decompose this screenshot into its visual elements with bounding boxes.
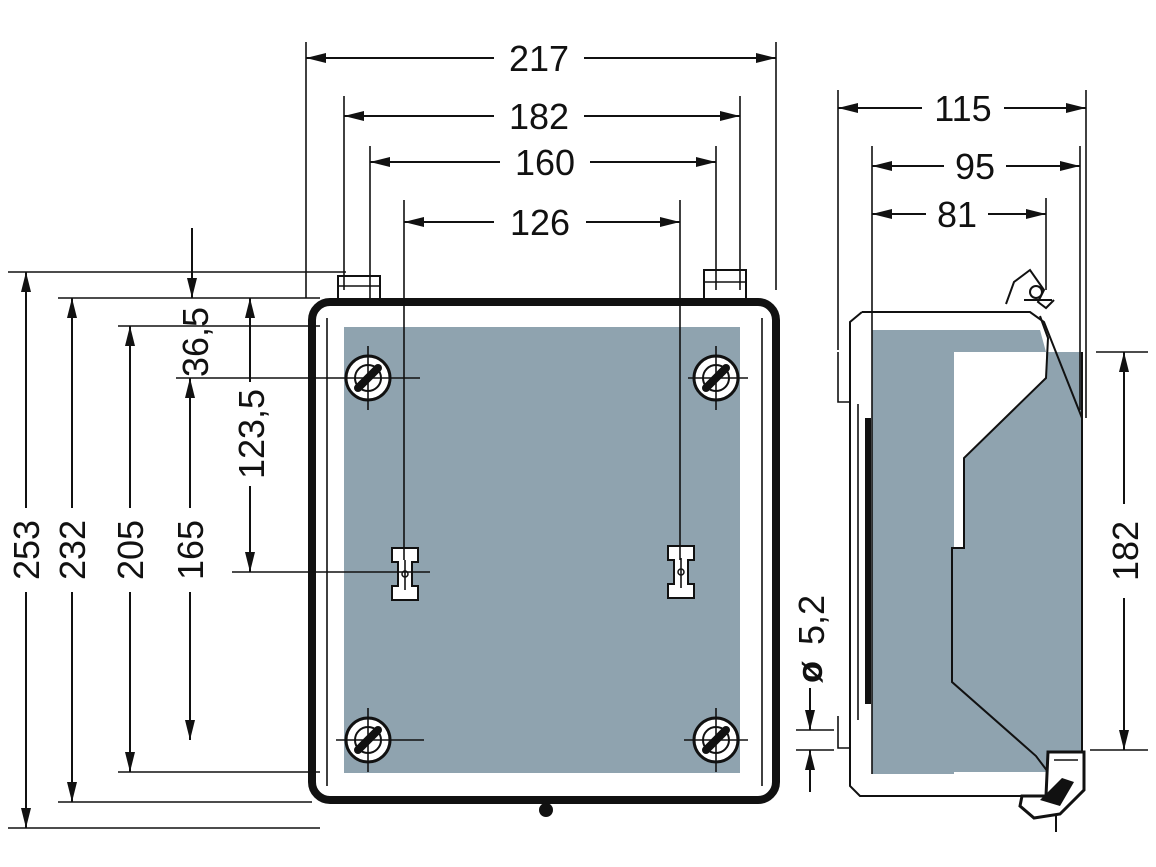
dim-label-205: 205 <box>110 520 151 580</box>
mounting-hole-bottom-right <box>684 708 748 772</box>
dim-label-253: 253 <box>6 520 47 580</box>
side-depth-dimensions: 115 95 81 182 <box>837 88 1148 751</box>
dim-label-81: 81 <box>937 194 977 235</box>
mounting-hole-top-left <box>336 346 420 410</box>
lock-knob <box>539 803 553 817</box>
dim-label-36-5: 36,5 <box>175 307 216 377</box>
dim-label-126: 126 <box>510 202 570 243</box>
hole-diameter-value: 5,2 <box>791 595 832 645</box>
side-panel-fill <box>872 330 1082 772</box>
hole-diameter-dimension: ø 5,2 <box>789 595 834 792</box>
din-clip-left <box>232 547 430 601</box>
side-profile-line <box>951 315 1050 773</box>
dim-label-115: 115 <box>934 88 991 129</box>
din-clip-right <box>667 545 695 599</box>
front-width-dimensions: 217 182 160 126 <box>305 38 777 560</box>
front-height-dimensions: 253 232 205 165 36,5 123,5 <box>6 228 346 829</box>
side-view <box>837 268 1086 832</box>
hinge-left <box>337 275 381 300</box>
mounting-hole-top-right <box>688 346 748 410</box>
dim-label-217: 217 <box>509 38 569 79</box>
dim-label-95: 95 <box>955 146 995 187</box>
front-view <box>232 269 780 817</box>
dim-label-165: 165 <box>170 520 211 580</box>
side-hinge-top <box>1005 268 1055 310</box>
hinge-right <box>703 269 747 300</box>
side-lock-bottom <box>1018 750 1086 820</box>
dim-label-123-5: 123,5 <box>231 389 272 479</box>
dim-label-160: 160 <box>515 142 575 183</box>
mounting-hole-bottom-left <box>336 708 424 772</box>
dim-label-182-side: 182 <box>1105 521 1146 581</box>
hole-diameter-symbol: ø <box>789 661 830 683</box>
side-body-outline <box>849 311 1083 797</box>
front-enclosure-outline <box>308 298 780 804</box>
dim-label-182-top: 182 <box>509 96 569 137</box>
dim-label-232: 232 <box>52 520 93 580</box>
